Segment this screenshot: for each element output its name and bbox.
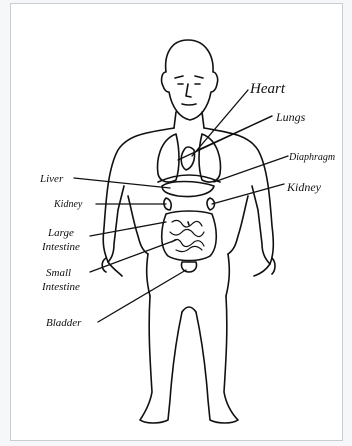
heart-leader bbox=[192, 90, 248, 156]
label-kidney-right: Kidney bbox=[286, 180, 322, 194]
crotch bbox=[182, 307, 196, 312]
label-small-intestine-2: Intestine bbox=[41, 281, 80, 293]
heart-organ bbox=[181, 147, 194, 170]
right-leg bbox=[196, 296, 238, 423]
kidney-right-leader bbox=[212, 184, 284, 204]
navel bbox=[188, 222, 189, 225]
left-lung bbox=[158, 134, 179, 182]
label-small-intestine-1: Small bbox=[46, 267, 71, 279]
torso-sides bbox=[128, 196, 248, 254]
label-bladder: Bladder bbox=[46, 317, 82, 329]
label-heart: Heart bbox=[249, 81, 286, 97]
label-kidney-left: Kidney bbox=[53, 199, 83, 210]
diaphragm-leader bbox=[214, 156, 288, 182]
label-liver: Liver bbox=[39, 173, 64, 185]
large-intestine-leader bbox=[90, 222, 166, 236]
large-intestine-organ bbox=[162, 211, 217, 261]
bladder-leader bbox=[98, 270, 186, 322]
left-leg bbox=[140, 296, 182, 423]
label-large-intestine-2: Intestine bbox=[41, 241, 80, 253]
bladder-organ bbox=[181, 262, 196, 272]
label-lungs: Lungs bbox=[275, 110, 306, 124]
small-intestine-organ bbox=[170, 220, 204, 251]
label-large-intestine-1: Large bbox=[47, 227, 74, 239]
body-outline bbox=[103, 128, 174, 262]
label-diaphragm: Diaphragm bbox=[288, 152, 335, 163]
face-details bbox=[175, 76, 203, 105]
lungs-leader-2 bbox=[178, 116, 272, 160]
head bbox=[162, 40, 218, 120]
liver-leader bbox=[74, 178, 170, 188]
liver-organ bbox=[162, 182, 214, 197]
